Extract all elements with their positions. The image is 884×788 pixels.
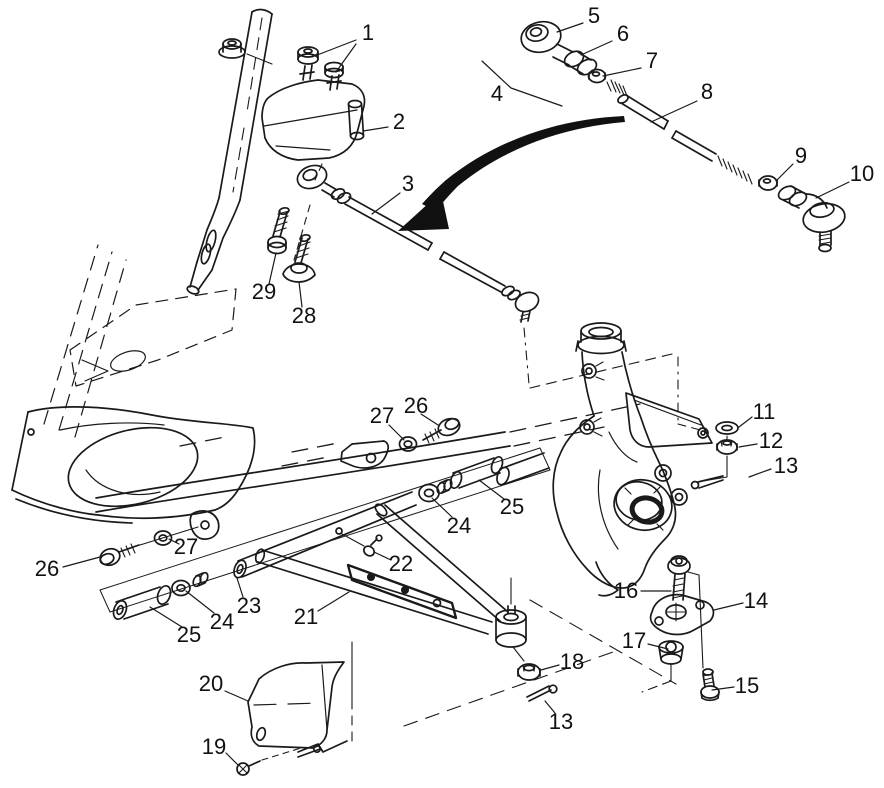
- callout-25a: 25: [499, 494, 525, 519]
- tie-rod-assembly: [482, 18, 847, 251]
- callout-10: 10: [849, 161, 875, 186]
- direction-arrow: [398, 116, 625, 231]
- tie-rod-3: [294, 162, 542, 384]
- callout-12: 12: [758, 428, 784, 453]
- grease-fitting-22: [342, 534, 382, 558]
- screw-19: [237, 748, 301, 775]
- callout-20: 20: [198, 671, 224, 696]
- callout-24b: 24: [209, 609, 235, 634]
- callout-5: 5: [587, 3, 601, 28]
- callout-18: 18: [559, 649, 585, 674]
- screw-15: [701, 669, 719, 700]
- a-arm: [232, 453, 549, 647]
- callout-7: 7: [645, 48, 659, 73]
- callout-22: 22: [388, 551, 414, 576]
- cotter-pin-13-upper: [692, 436, 728, 489]
- cotter-pin-13-lower: [527, 685, 557, 701]
- callout-11: 11: [752, 399, 776, 424]
- ball-joint-plate-14: [651, 595, 714, 635]
- callout-26a: 26: [403, 393, 429, 418]
- callout-28: 28: [291, 303, 317, 328]
- callout-13b: 13: [548, 709, 574, 734]
- callout-27a: 27: [369, 403, 395, 428]
- callout-6: 6: [616, 21, 630, 46]
- castle-nut-18: [513, 647, 540, 680]
- castle-nut-12: [717, 440, 737, 454]
- steering-clamp-block: [262, 47, 365, 260]
- bolt-29: [268, 207, 290, 254]
- callout-8: 8: [700, 79, 714, 104]
- pivot-hardware-upper: [400, 416, 505, 502]
- callout-3: 3: [401, 171, 415, 196]
- callout-9: 9: [794, 143, 808, 168]
- steering-post: [186, 10, 272, 296]
- shield-20: [248, 642, 352, 757]
- callout-25b: 25: [176, 622, 202, 647]
- callout-17: 17: [621, 628, 647, 653]
- callout-24a: 24: [446, 513, 472, 538]
- post-flange-nut: [219, 39, 272, 64]
- callout-27b: 27: [173, 534, 199, 559]
- callout-2: 2: [392, 109, 406, 134]
- steering-knuckle: [530, 323, 712, 596]
- callout-13a: 13: [773, 453, 799, 478]
- callout-16: 16: [613, 578, 639, 603]
- callout-29: 29: [251, 279, 277, 304]
- callout-1: 1: [361, 20, 375, 45]
- callout-21: 21: [293, 604, 319, 629]
- cap-17: [642, 641, 683, 692]
- callout-15: 15: [734, 673, 760, 698]
- callout-14: 14: [743, 588, 769, 613]
- callout-4: 4: [490, 81, 504, 106]
- leader-lines: [63, 23, 849, 765]
- pivot-hardware-lower: [98, 527, 209, 621]
- sight-lines: [404, 600, 676, 726]
- bolt-28: [283, 234, 315, 282]
- washer-11: [716, 422, 738, 434]
- callout-19: 19: [201, 734, 227, 759]
- frame-body: [12, 245, 640, 612]
- callout-26b: 26: [34, 556, 60, 581]
- callout-23: 23: [236, 593, 262, 618]
